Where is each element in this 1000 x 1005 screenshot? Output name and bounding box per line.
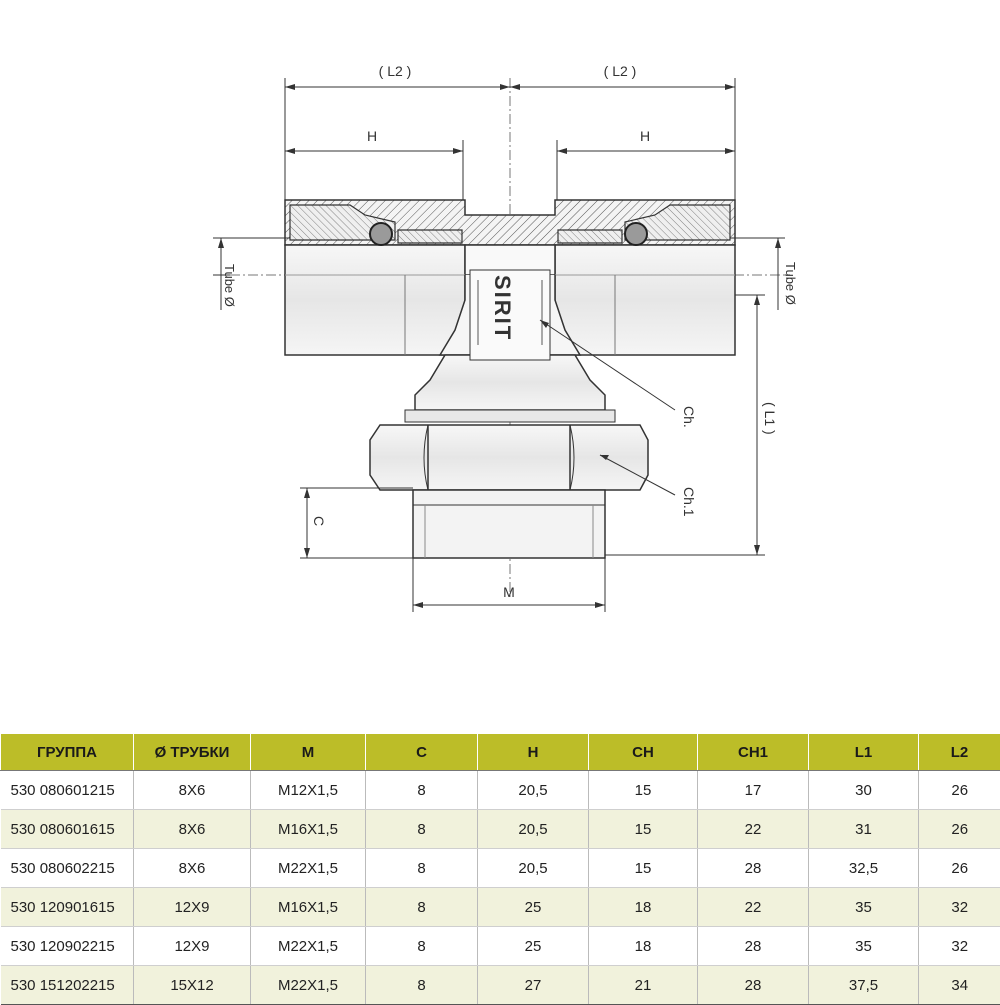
cell-tube: 8X6 (134, 849, 251, 888)
cell-h: 25 (478, 888, 589, 927)
table-row: 530 080602215 8X6 M22X1,5 8 20,5 15 28 3… (1, 849, 1000, 888)
col-header-ch: CH (589, 734, 698, 771)
cell-m: M16X1,5 (251, 888, 366, 927)
table-row: 530 120902215 12X9 M22X1,5 8 25 18 28 35… (1, 927, 1000, 966)
cell-group: 530 120902215 (1, 927, 134, 966)
cell-c: 8 (366, 810, 478, 849)
cell-c: 8 (366, 849, 478, 888)
cell-l1: 35 (809, 927, 919, 966)
label-l2-left: ( L2 ) (379, 63, 412, 79)
col-header-ch1: CH1 (698, 734, 809, 771)
cell-tube: 15X12 (134, 966, 251, 1005)
label-ch: Ch. (681, 406, 697, 428)
cell-m: M12X1,5 (251, 771, 366, 810)
col-header-l2: L2 (919, 734, 1000, 771)
cell-ch1: 22 (698, 888, 809, 927)
cell-h: 25 (478, 927, 589, 966)
table-row: 530 151202215 15X12 M22X1,5 8 27 21 28 3… (1, 966, 1000, 1005)
label-l2-right: ( L2 ) (604, 63, 637, 79)
label-tube-right: Tube Ø (783, 262, 798, 305)
table-header-row: ГРУППА Ø ТРУБКИ M C H CH CH1 L1 L2 (1, 734, 1000, 771)
label-c: C (311, 516, 327, 526)
label-tube-left: Tube Ø (222, 264, 237, 307)
cell-l1: 37,5 (809, 966, 919, 1005)
cell-l2: 34 (919, 966, 1000, 1005)
cell-ch: 18 (589, 927, 698, 966)
table-row: 530 080601215 8X6 M12X1,5 8 20,5 15 17 3… (1, 771, 1000, 810)
cell-m: M22X1,5 (251, 966, 366, 1005)
table-row: 530 080601615 8X6 M16X1,5 8 20,5 15 22 3… (1, 810, 1000, 849)
specification-table: ГРУППА Ø ТРУБКИ M C H CH CH1 L1 L2 530 0… (0, 733, 1000, 1005)
cell-l1: 31 (809, 810, 919, 849)
cell-c: 8 (366, 771, 478, 810)
cell-group: 530 080601215 (1, 771, 134, 810)
fitting-technical-drawing: SIRIT (0, 0, 1000, 700)
cell-group: 530 080601615 (1, 810, 134, 849)
cell-ch: 15 (589, 810, 698, 849)
cell-m: M22X1,5 (251, 849, 366, 888)
col-header-h: H (478, 734, 589, 771)
cell-m: M16X1,5 (251, 810, 366, 849)
col-header-m: M (251, 734, 366, 771)
cell-l2: 32 (919, 927, 1000, 966)
brand-marking: SIRIT (490, 275, 515, 341)
cell-m: M22X1,5 (251, 927, 366, 966)
col-header-tube-diameter: Ø ТРУБКИ (134, 734, 251, 771)
cell-c: 8 (366, 966, 478, 1005)
cell-ch: 15 (589, 849, 698, 888)
cell-l2: 26 (919, 810, 1000, 849)
cell-tube: 12X9 (134, 888, 251, 927)
cell-ch: 18 (589, 888, 698, 927)
label-h-right: H (640, 128, 650, 144)
cell-group: 530 080602215 (1, 849, 134, 888)
label-ch1: Ch.1 (681, 487, 697, 517)
cell-ch1: 28 (698, 966, 809, 1005)
cell-c: 8 (366, 888, 478, 927)
table-row: 530 120901615 12X9 M16X1,5 8 25 18 22 35… (1, 888, 1000, 927)
cell-l2: 26 (919, 849, 1000, 888)
col-header-group: ГРУППА (1, 734, 134, 771)
cell-l1: 30 (809, 771, 919, 810)
cell-l2: 32 (919, 888, 1000, 927)
cell-tube: 8X6 (134, 810, 251, 849)
threaded-end (413, 490, 605, 558)
cell-c: 8 (366, 927, 478, 966)
cell-l2: 26 (919, 771, 1000, 810)
cell-ch: 15 (589, 771, 698, 810)
cell-ch: 21 (589, 966, 698, 1005)
cell-h: 20,5 (478, 849, 589, 888)
cell-group: 530 120901615 (1, 888, 134, 927)
cell-group: 530 151202215 (1, 966, 134, 1005)
cell-h: 20,5 (478, 771, 589, 810)
cell-h: 20,5 (478, 810, 589, 849)
cell-ch1: 22 (698, 810, 809, 849)
col-header-l1: L1 (809, 734, 919, 771)
label-l1: ( L1 ) (762, 402, 778, 435)
cell-tube: 8X6 (134, 771, 251, 810)
cell-tube: 12X9 (134, 927, 251, 966)
cell-h: 27 (478, 966, 589, 1005)
cell-ch1: 17 (698, 771, 809, 810)
cell-l1: 32,5 (809, 849, 919, 888)
cell-ch1: 28 (698, 849, 809, 888)
label-h-left: H (367, 128, 377, 144)
cell-l1: 35 (809, 888, 919, 927)
cell-ch1: 28 (698, 927, 809, 966)
col-header-c: C (366, 734, 478, 771)
label-m: M (503, 584, 515, 600)
